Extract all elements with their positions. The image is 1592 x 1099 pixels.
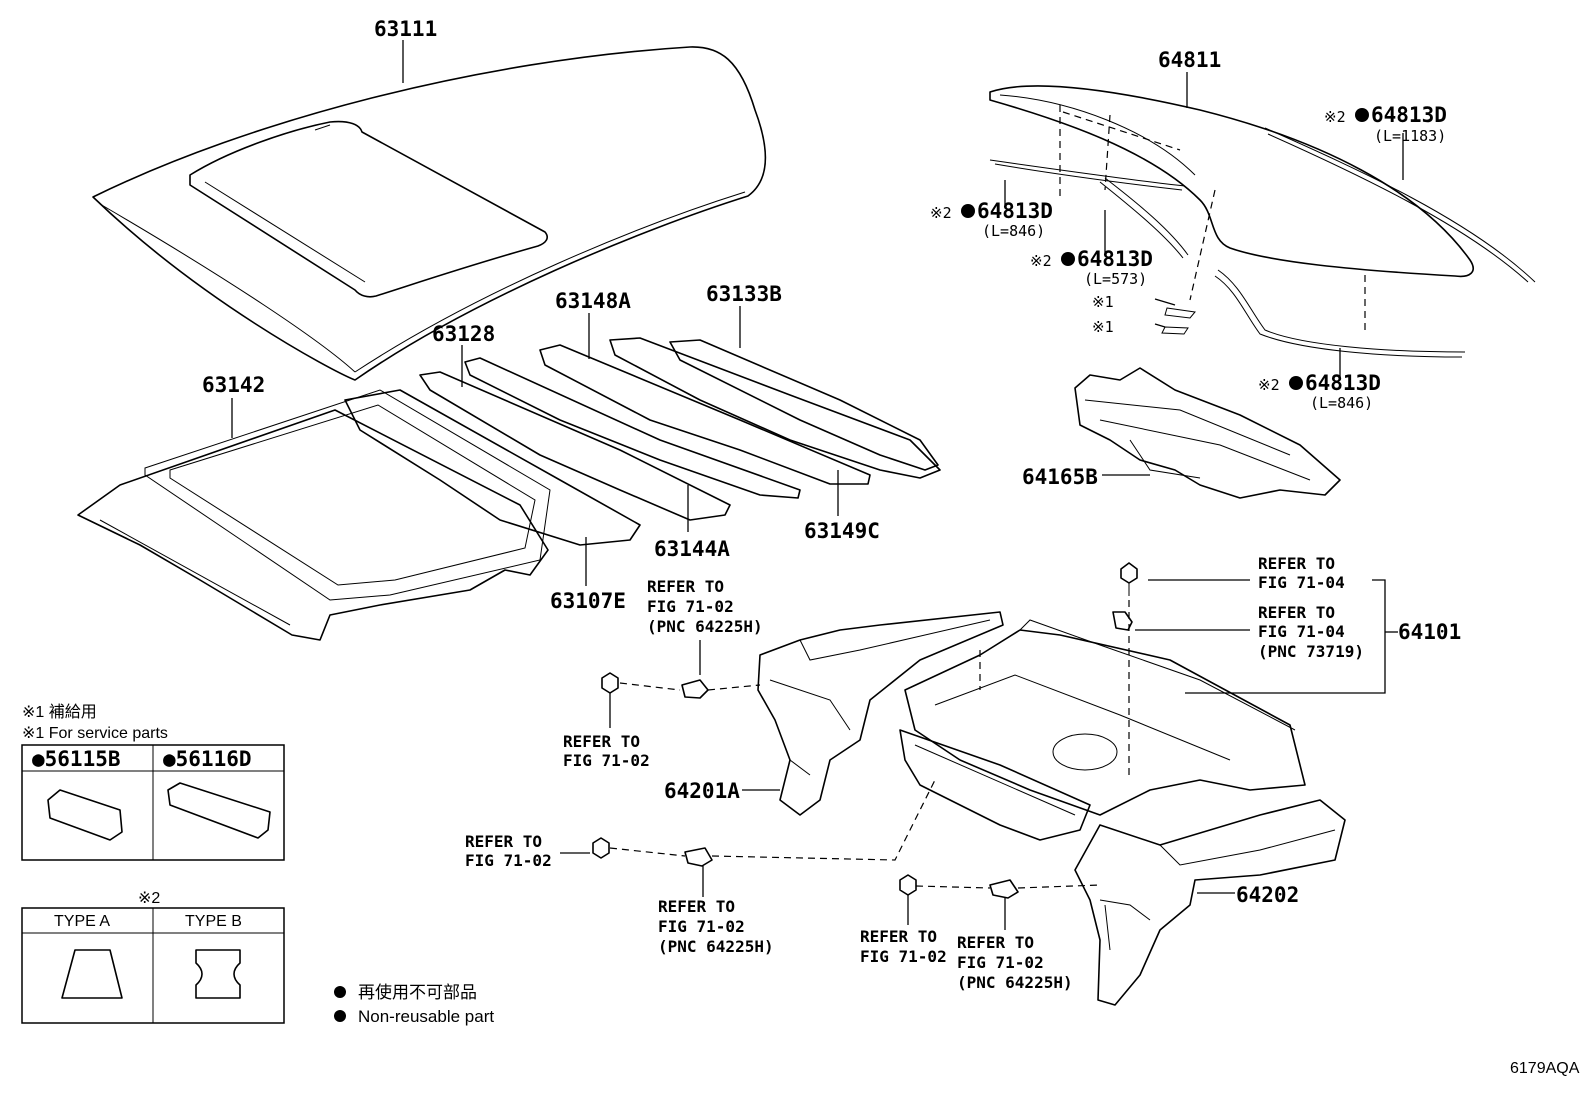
molding-length: (L=846) bbox=[982, 222, 1045, 240]
nonreusable-dot-icon bbox=[334, 986, 346, 998]
label-63128: 63128 bbox=[432, 322, 495, 346]
refer-line1: REFER TO bbox=[860, 927, 937, 946]
patch-56115B-icon bbox=[47, 789, 123, 841]
refer-line2: FIG 71-02 bbox=[563, 751, 650, 770]
service-mark-2: ※1 bbox=[1092, 318, 1114, 336]
refer-line2: FIG 71-04 bbox=[1258, 573, 1345, 592]
molding-length: (L=846) bbox=[1310, 394, 1373, 412]
label-64201A: 64201A bbox=[664, 779, 740, 803]
molding-mark: ※2 bbox=[930, 204, 952, 222]
quarter-inner-right-drawing bbox=[1074, 799, 1346, 1006]
nonreusable-dot-icon bbox=[1061, 252, 1075, 266]
molding-part: 64813D bbox=[1371, 103, 1447, 127]
patch-56116D-icon bbox=[167, 782, 271, 839]
refer-fig-71-04-a: REFER TO FIG 71-04 bbox=[1258, 554, 1345, 592]
type-b-label: TYPE B bbox=[185, 913, 242, 930]
refer-line3: (PNC 64225H) bbox=[658, 937, 774, 956]
refer-line3: (PNC 64225H) bbox=[957, 973, 1073, 992]
refer-line1: REFER TO bbox=[957, 933, 1034, 952]
package-tray-drawing bbox=[1074, 367, 1341, 499]
label-63133B: 63133B bbox=[706, 282, 782, 306]
molding-mark: ※2 bbox=[1258, 376, 1280, 394]
refer-line1: REFER TO bbox=[563, 732, 640, 751]
roof-bows-drawing bbox=[344, 337, 941, 546]
label-63142: 63142 bbox=[202, 373, 265, 397]
sunroof-reinforcement-drawing bbox=[77, 389, 551, 641]
service-part-56115B: ●56115B bbox=[32, 747, 121, 771]
type-table: TYPE A TYPE B bbox=[21, 907, 285, 1024]
nonreusable-dot-icon bbox=[334, 1010, 346, 1022]
legend-nonreusable-en: Non-reusable part bbox=[358, 1007, 494, 1026]
refer-fig-71-02-left: REFER TO FIG 71-02 bbox=[563, 732, 650, 770]
back-door-glass-drawing bbox=[989, 85, 1536, 358]
service-part-56116D: ●56116D bbox=[163, 747, 252, 771]
type-a-label: TYPE A bbox=[54, 913, 110, 930]
molding-length: (L=1183) bbox=[1374, 127, 1446, 145]
label-63148A: 63148A bbox=[555, 289, 631, 313]
label-64202: 64202 bbox=[1236, 883, 1299, 907]
refer-fig-71-02-pnc-top: REFER TO FIG 71-02 (PNC 64225H) bbox=[647, 577, 763, 636]
refer-fig-71-02-pnc-mid: REFER TO FIG 71-02 (PNC 64225H) bbox=[658, 897, 774, 956]
label-64101: 64101 bbox=[1398, 620, 1461, 644]
molding-callout-846-top: ※2 64813D (L=846) bbox=[930, 199, 1053, 240]
molding-part: 64813D bbox=[1077, 247, 1153, 271]
refer-line1: REFER TO bbox=[1258, 603, 1335, 622]
service-parts-table: ●56115B ●56116D bbox=[21, 744, 285, 861]
refer-line2: FIG 71-02 bbox=[860, 947, 947, 966]
refer-line1: REFER TO bbox=[658, 897, 735, 916]
illustration-code: 6179AQA bbox=[1510, 1060, 1580, 1077]
legend-note1-jp: ※1 補給用 bbox=[22, 703, 97, 721]
type-a-shape-icon bbox=[61, 949, 123, 999]
legend-nonreusable-jp: 再使用不可部品 bbox=[358, 982, 477, 1002]
molding-callout-846-bottom: ※2 64813D (L=846) bbox=[1258, 371, 1381, 412]
refer-line3: (PNC 73719) bbox=[1258, 642, 1364, 661]
molding-callout-1183: ※2 64813D (L=1183) bbox=[1324, 103, 1447, 145]
roof-panel-drawing bbox=[92, 46, 767, 381]
type-mark: ※2 bbox=[138, 890, 160, 907]
label-63107E: 63107E bbox=[550, 589, 626, 613]
label-64165B: 64165B bbox=[1022, 465, 1098, 489]
leader-lines bbox=[231, 40, 1404, 930]
refer-line1: REFER TO bbox=[1258, 554, 1335, 573]
label-63149C: 63149C bbox=[804, 519, 880, 543]
molding-length: (L=573) bbox=[1084, 270, 1147, 288]
refer-line2: FIG 71-02 bbox=[658, 917, 745, 936]
rear-floor-drawing bbox=[899, 619, 1306, 841]
refer-fig-71-02-pnc-bottom: REFER TO FIG 71-02 (PNC 64225H) bbox=[957, 933, 1073, 992]
quarter-inner-left-drawing bbox=[757, 611, 1004, 816]
molding-part: 64813D bbox=[1305, 371, 1381, 395]
service-mark-1: ※1 bbox=[1092, 293, 1114, 311]
label-63111: 63111 bbox=[374, 17, 437, 41]
refer-fig-71-02-mid: REFER TO FIG 71-02 bbox=[465, 832, 552, 870]
refer-line2: FIG 71-02 bbox=[647, 597, 734, 616]
type-b-shape-icon bbox=[195, 949, 241, 999]
nonreusable-dot-icon bbox=[1355, 108, 1369, 122]
legend-note1-en: ※1 For service parts bbox=[22, 725, 168, 742]
fasteners-drawing bbox=[592, 562, 1138, 899]
molding-callout-573: ※2 64813D (L=573) bbox=[1030, 247, 1153, 288]
refer-line1: REFER TO bbox=[465, 832, 542, 851]
refer-fig-71-04-b: REFER TO FIG 71-04 (PNC 73719) bbox=[1258, 603, 1364, 661]
molding-part: 64813D bbox=[977, 199, 1053, 223]
nonreusable-dot-icon bbox=[1289, 376, 1303, 390]
refer-line2: FIG 71-02 bbox=[957, 953, 1044, 972]
label-64811: 64811 bbox=[1158, 48, 1221, 72]
molding-mark: ※2 bbox=[1030, 252, 1052, 270]
label-63144A: 63144A bbox=[654, 537, 730, 561]
refer-line3: (PNC 64225H) bbox=[647, 617, 763, 636]
refer-fig-71-02-bottom: REFER TO FIG 71-02 bbox=[860, 927, 947, 966]
refer-line2: FIG 71-04 bbox=[1258, 622, 1345, 641]
nonreusable-dot-icon bbox=[961, 204, 975, 218]
refer-line2: FIG 71-02 bbox=[465, 851, 552, 870]
refer-line1: REFER TO bbox=[647, 577, 724, 596]
molding-mark: ※2 bbox=[1324, 108, 1346, 126]
